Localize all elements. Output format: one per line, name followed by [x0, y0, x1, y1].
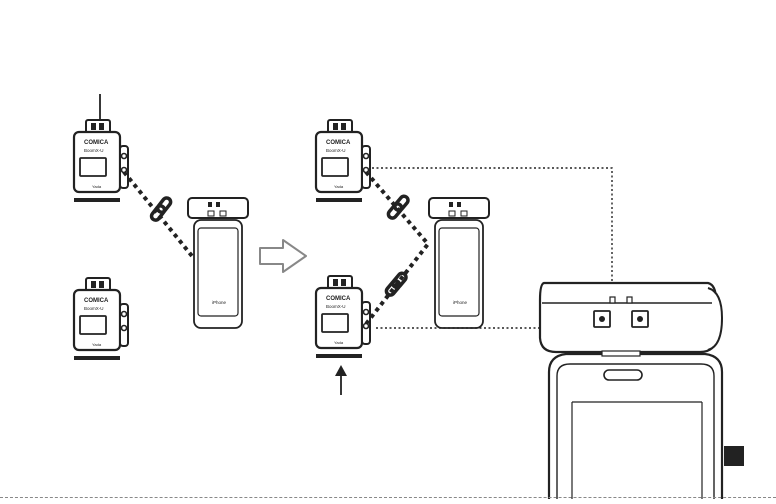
phone-footer-label: iPhone [453, 300, 468, 305]
zoomed-phone [549, 354, 722, 499]
transmitter-model-label: BoomX-U [326, 304, 346, 309]
transmitter-footer-label: Yada [334, 184, 344, 189]
transmitter-unit-left-bottom: COMICA BoomX-U Yada [74, 278, 128, 360]
transmitter-model-label: BoomX-U [84, 306, 104, 311]
receiver-phone-right: iPhone [429, 198, 489, 328]
indicator-led-2 [627, 297, 632, 303]
page-marker-square [724, 446, 744, 466]
indicator-led-1 [610, 297, 615, 303]
callout-line-top [372, 168, 612, 297]
transmitter-brand-label: COMICA [84, 298, 109, 304]
phone-footer-label: iPhone [212, 300, 227, 305]
hollow-right-arrow-icon [260, 240, 306, 272]
press-arrow-bottom [335, 365, 347, 395]
transmitter-unit-left-top: COMICA BoomX-U Yada [74, 120, 128, 202]
pairing-dotted-link-right [366, 172, 428, 324]
chain-link-icon [150, 196, 172, 221]
receiver-phone-left: iPhone [188, 198, 248, 328]
transmitter-brand-label: COMICA [326, 140, 351, 146]
transmitter-footer-label: Yada [92, 342, 102, 347]
zoomed-receiver [540, 283, 722, 356]
receiver-button-left [594, 311, 610, 327]
transmitter-unit-right-bottom: COMICA BoomX-U Yada [316, 276, 370, 358]
transmitter-footer-label: Yada [334, 340, 344, 345]
transmitter-model-label: BoomX-U [84, 148, 104, 153]
transmitter-brand-label: COMICA [84, 140, 109, 146]
transmitter-unit-right-top: COMICA BoomX-U Yada [316, 120, 370, 202]
transmitter-brand-label: COMICA [326, 296, 351, 302]
pairing-dotted-link-left [124, 172, 192, 256]
receiver-button-right [632, 311, 648, 327]
transmitter-footer-label: Yada [92, 184, 102, 189]
bottom-dashed-rule [0, 497, 776, 498]
transmitter-model-label: BoomX-U [326, 148, 346, 153]
